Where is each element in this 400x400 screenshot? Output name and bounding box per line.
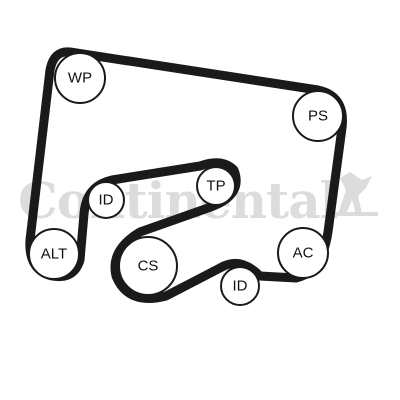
pulley-label-cs: CS	[138, 258, 159, 275]
pulley-label-ac: AC	[293, 245, 314, 262]
pulley-label-ps: PS	[308, 108, 328, 125]
pulley-cs: CS	[118, 236, 178, 296]
pulley-id-lower: ID	[220, 266, 260, 306]
pulley-wp: WP	[54, 52, 106, 104]
pulley-label-id-upper: ID	[99, 192, 114, 209]
pulley-id-upper: ID	[87, 181, 125, 219]
pulley-ps: PS	[292, 90, 344, 142]
pulley-alt: ALT	[28, 228, 80, 280]
horse-logo-icon	[330, 172, 378, 216]
pulley-label-id-lower: ID	[233, 278, 248, 295]
pulley-label-alt: ALT	[41, 246, 67, 263]
pulley-label-tp: TP	[206, 178, 225, 195]
pulley-ac: AC	[277, 227, 329, 279]
pulley-label-wp: WP	[68, 70, 92, 87]
pulley-tp: TP	[196, 166, 236, 206]
